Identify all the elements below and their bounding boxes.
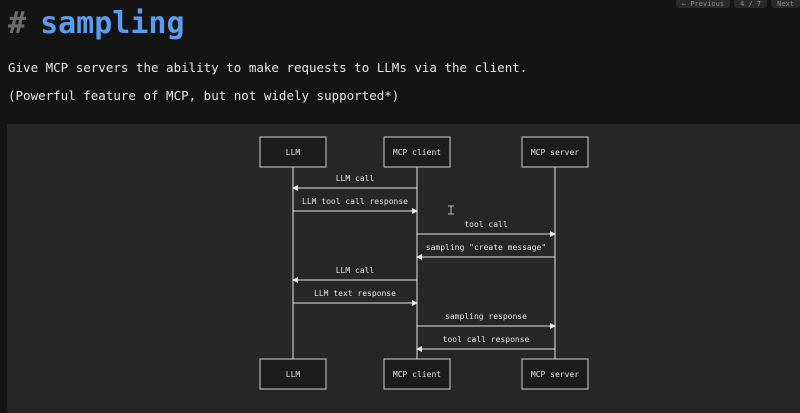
slide-navigation: ← Previous 4 / 7 Next <box>675 0 800 10</box>
message-label-1: LLM call <box>336 174 375 183</box>
heading-hash-mark: # <box>8 6 27 41</box>
description-line-1: Give MCP servers the ability to make req… <box>8 60 528 75</box>
participant-box-client-top <box>383 136 451 168</box>
description-line-2: (Powerful feature of MCP, but not widely… <box>8 88 400 103</box>
text-cursor-icon <box>448 205 454 215</box>
participant-box-server-top <box>521 136 589 168</box>
next-button[interactable]: Next <box>771 0 800 8</box>
participant-box-llm-top <box>259 136 327 168</box>
previous-button[interactable]: ← Previous <box>675 0 731 8</box>
participant-label-llm-top: LLM <box>286 148 301 157</box>
participant-label-llm-bottom: LLM <box>286 370 301 379</box>
message-label-8: tool call response <box>443 335 530 344</box>
message-label-2: LLM tool call response <box>302 197 408 206</box>
page-indicator: 4 / 7 <box>734 0 768 8</box>
message-label-5: LLM call <box>336 266 375 275</box>
message-label-6: LLM text response <box>314 289 396 298</box>
participant-box-server-bottom <box>521 358 589 390</box>
participant-box-client-bottom <box>383 358 451 390</box>
message-label-3: tool call <box>464 220 508 229</box>
page-title: # sampling <box>8 4 185 44</box>
message-label-4: sampling "create message" <box>426 243 546 252</box>
participant-box-llm-bottom <box>259 358 327 390</box>
participant-label-server-top: MCP server <box>531 148 579 157</box>
participant-label-client-top: MCP client <box>393 148 441 157</box>
heading-text: sampling <box>40 6 185 41</box>
participant-label-server-bottom: MCP server <box>531 370 579 379</box>
message-label-7: sampling response <box>445 312 527 321</box>
participant-label-client-bottom: MCP client <box>393 370 441 379</box>
